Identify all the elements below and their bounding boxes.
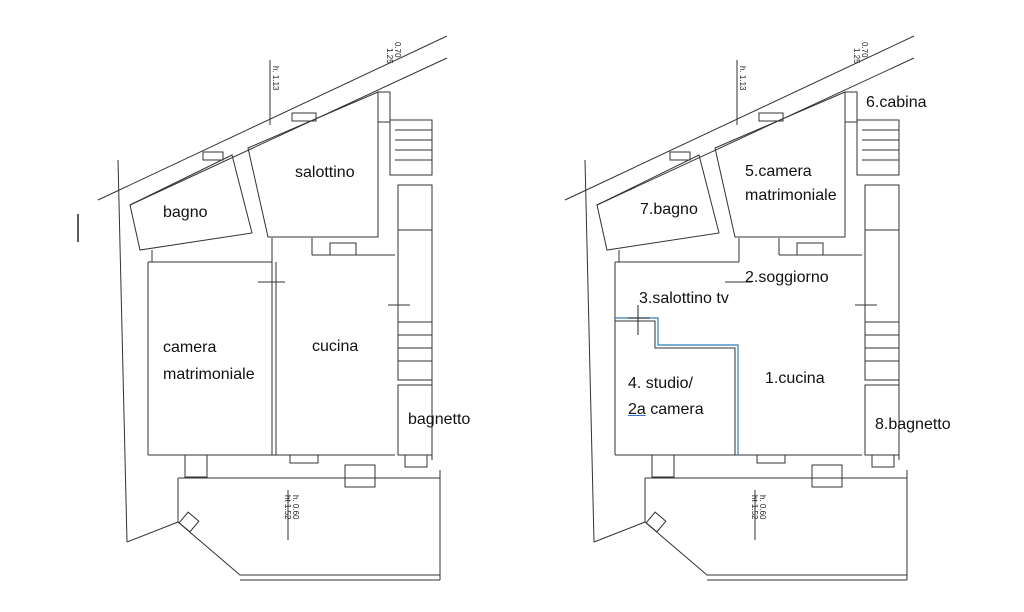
- dim-label: h. 0.60: [758, 495, 767, 520]
- room-label: 7.bagno: [640, 201, 698, 218]
- dim-label: 0.70: [860, 42, 869, 58]
- room-label: matrimoniale: [745, 187, 837, 204]
- room-label: salottino: [295, 164, 355, 181]
- room-label: camera: [163, 339, 217, 356]
- new-wall-inner: [615, 320, 736, 455]
- plan-original: [77, 0, 448, 581]
- room-label: bagnetto: [408, 411, 471, 428]
- room-label-group: 2a camera: [628, 402, 704, 418]
- room-label: 6.cabina: [866, 94, 927, 111]
- dim-label: 1.25: [852, 48, 861, 64]
- dim-label: ht 1.52: [750, 495, 759, 520]
- room-label: bagno: [163, 204, 208, 221]
- room-label: 3.salottino tv: [639, 290, 729, 307]
- dim-label: h. 1.13: [738, 66, 747, 91]
- room-label: 2.soggiorno: [745, 269, 829, 286]
- room-label: camera: [650, 401, 704, 418]
- room-label: 4. studio/: [628, 375, 693, 392]
- plan-proposal: [544, 0, 915, 581]
- dim-label: h. 0.60: [291, 495, 300, 520]
- dim-label: ht 1.52: [283, 495, 292, 520]
- room-label: 2a: [628, 401, 646, 418]
- room-label: 1.cucina: [765, 370, 825, 387]
- dim-label: 1.25: [385, 48, 394, 64]
- dim-label: 0.70: [393, 42, 402, 58]
- room-label: matrimoniale: [163, 366, 255, 383]
- dim-label: h. 1.13: [271, 66, 280, 91]
- room-label: 5.camera: [745, 163, 812, 180]
- room-label: cucina: [312, 338, 359, 355]
- room-label: 8.bagnetto: [875, 416, 951, 433]
